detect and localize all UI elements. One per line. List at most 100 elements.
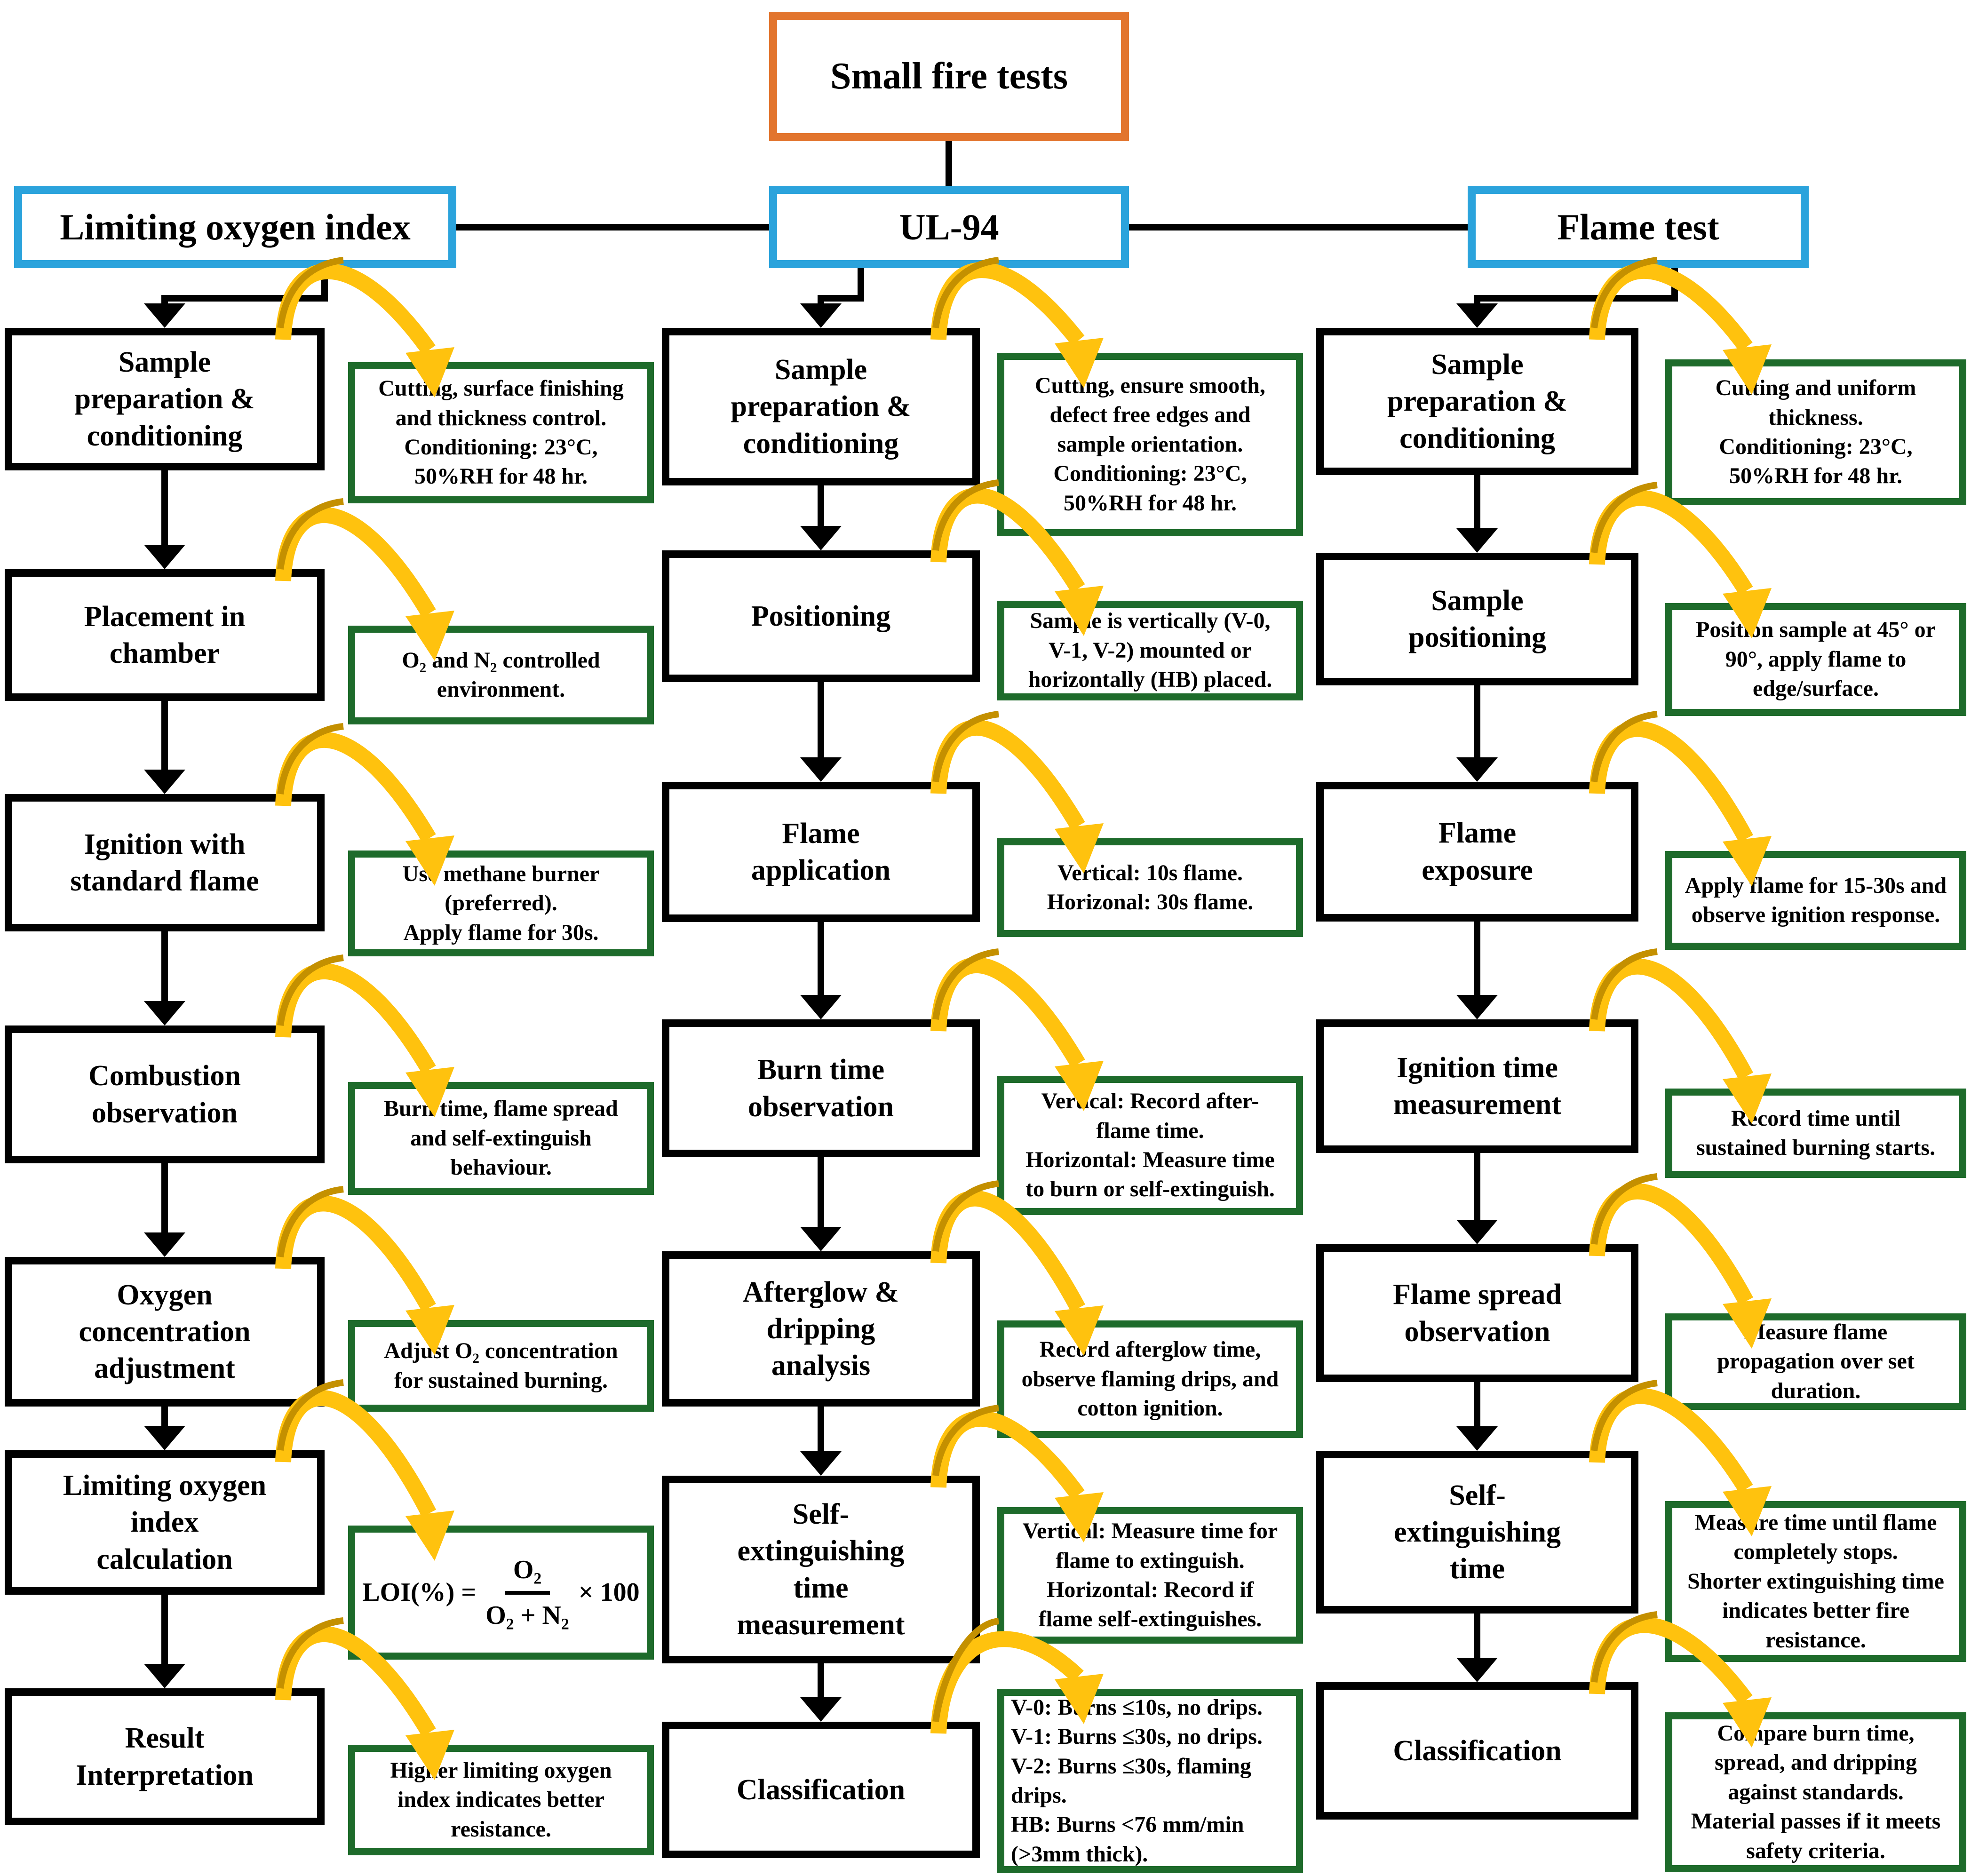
flow-arrow-limiting-oxygen-index-3-head [144,1232,185,1257]
elbow-ul-94-horiz [818,295,864,302]
flow-arrow-limiting-oxygen-index-1-head [144,770,185,794]
process-box-ul-94-0: Sample preparation & conditioning [662,328,980,485]
curved-arrow-icon-2-0 [1589,257,1772,395]
curved-arrow-icon-2-2 [1589,711,1772,886]
process-box-flame-test-5: Self- extinguishing time [1316,1451,1638,1614]
flow-arrow-limiting-oxygen-index-2-shaft [161,931,168,1002]
flow-arrow-flame-test-0-head [1456,528,1498,553]
curved-arrow-icon-1-5 [930,1405,1104,1542]
curved-arrow-icon-1-1 [930,479,1104,636]
curved-arrow-icon-0-1 [275,498,454,661]
process-box-limiting-oxygen-index-5: Limiting oxygen index calculation [5,1450,325,1595]
flow-arrow-flame-test-3-shaft [1474,1153,1480,1221]
process-box-limiting-oxygen-index-4: Oxygen concentration adjustment [5,1257,325,1407]
annotation-box-ul-94-6: V-0: Burns ≤10s, no drips. V-1: Burns ≤3… [997,1689,1303,1873]
annotation-box-ul-94-5: Vertical: Measure time for flame to exti… [997,1507,1303,1644]
flow-arrow-limiting-oxygen-index-5-shaft [161,1595,168,1665]
process-box-limiting-oxygen-index-2: Ignition with standard flame [5,794,325,931]
flow-arrow-ul-94-0-head [800,526,842,550]
process-box-ul-94-5: Self- extinguishing time measurement [662,1476,980,1663]
curved-arrow-icon-1-3 [930,948,1104,1111]
flow-arrow-limiting-oxygen-index-3-shaft [161,1163,168,1233]
flow-arrow-ul-94-0-shaft [818,485,824,527]
annotation-box-flame-test-1: Position sample at 45° or 90°, apply fla… [1665,603,1966,716]
loi-formula: LOI(%) = O₂ O₂ + N₂ × 100 [362,1553,639,1633]
flow-arrow-limiting-oxygen-index-0-head [144,545,185,569]
process-box-limiting-oxygen-index-1: Placement in chamber [5,569,325,701]
process-box-flame-test-1: Sample positioning [1316,553,1638,685]
flow-arrow-flame-test-1-shaft [1474,685,1480,758]
connector-loi-to-ul94 [455,224,771,231]
annotation-box-limiting-oxygen-index-0: Cutting, surface finishing and thickness… [348,362,654,503]
flow-arrow-flame-test-3-head [1456,1220,1498,1244]
elbow-flame-test-horiz [1474,295,1678,302]
curved-arrow-icon-1-0 [930,257,1104,388]
flow-arrow-ul-94-5-shaft [818,1663,824,1698]
curved-arrow-icon-0-3 [275,954,454,1117]
flow-arrow-flame-test-0-shaft [1474,475,1480,529]
flow-arrow-limiting-oxygen-index-4-shaft [161,1407,168,1427]
flow-arrow-flame-test-5-shaft [1474,1614,1480,1659]
elbow-limiting-oxygen-index-head [144,303,185,328]
annotation-box-flame-test-3: Record time until sustained burning star… [1665,1089,1966,1178]
annotation-box-ul-94-4: Record afterglow time, observe flaming d… [997,1320,1303,1438]
curved-arrow-icon-1-6 [930,1618,1104,1734]
annotation-box-limiting-oxygen-index-6: Higher limiting oxygen index indicates b… [348,1745,654,1855]
process-box-flame-test-4: Flame spread observation [1316,1244,1638,1382]
flow-arrow-flame-test-5-head [1456,1658,1498,1682]
elbow-ul-94-head [800,303,842,328]
curved-arrow-icon-0-4 [275,1186,454,1355]
branch-header-ul-94: UL-94 [769,186,1129,268]
formula-lhs: LOI(%) = [362,1578,477,1607]
root-title-box: Small fire tests [769,12,1129,141]
process-box-flame-test-0: Sample preparation & conditioning [1316,328,1638,475]
flow-arrow-flame-test-2-shaft [1474,922,1480,996]
elbow-flame-test-head [1456,303,1498,328]
flow-arrow-ul-94-1-shaft [818,682,824,758]
process-box-limiting-oxygen-index-6: Result Interpretation [5,1688,325,1825]
flow-arrow-ul-94-5-head [800,1697,842,1722]
flow-arrow-flame-test-4-head [1456,1426,1498,1451]
branch-header-flame-test: Flame test [1468,186,1809,268]
flow-arrow-ul-94-3-head [800,1227,842,1251]
annotation-box-flame-test-6: Compare burn time, spread, and dripping … [1665,1712,1966,1872]
flow-arrow-limiting-oxygen-index-1-shaft [161,701,168,771]
curved-arrow-icon-2-1 [1589,482,1772,638]
curved-arrow-icon-0-5 [275,1379,454,1561]
annotation-box-flame-test-0: Cutting and uniform thickness. Condition… [1665,359,1966,505]
curved-arrow-icon-2-4 [1589,1173,1772,1349]
elbow-ul-94-stub [858,263,864,302]
flow-arrow-flame-test-1-head [1456,757,1498,782]
process-box-flame-test-6: Classification [1316,1682,1638,1820]
formula-fraction: O₂ O₂ + N₂ [485,1553,569,1633]
connector-ul94-to-flametest [1128,224,1469,231]
curved-arrow-icon-1-4 [930,1180,1104,1356]
curved-arrow-icon-2-6 [1589,1611,1772,1748]
formula-denominator: O₂ + N₂ [485,1600,569,1630]
curved-arrow-icon-0-0 [275,257,454,397]
flow-arrow-flame-test-4-shaft [1474,1382,1480,1427]
flow-arrow-ul-94-2-head [800,995,842,1019]
process-box-limiting-oxygen-index-3: Combustion observation [5,1025,325,1163]
formula-numerator: O₂ [504,1553,550,1595]
flow-arrow-ul-94-3-shaft [818,1157,824,1228]
process-box-flame-test-3: Ignition time measurement [1316,1019,1638,1153]
annotation-box-ul-94-1: Sample is vertically (V-0, V-1, V-2) mou… [997,601,1303,700]
flow-arrow-limiting-oxygen-index-2-head [144,1001,185,1025]
annotation-box-limiting-oxygen-index-3: Burn time, flame spread and self-extingu… [348,1082,654,1195]
curved-arrow-icon-0-2 [275,723,454,886]
formula-multiplier: × 100 [578,1578,640,1607]
flow-arrow-limiting-oxygen-index-4-head [144,1426,185,1450]
flow-arrow-limiting-oxygen-index-5-head [144,1664,185,1688]
annotation-box-ul-94-2: Vertical: 10s flame. Horizonal: 30s flam… [997,838,1303,937]
curved-arrow-icon-0-6 [275,1617,454,1780]
curved-arrow-icon-2-5 [1589,1380,1772,1536]
process-box-ul-94-2: Flame application [662,782,980,922]
annotation-box-ul-94-0: Cutting, ensure smooth, defect free edge… [997,353,1303,536]
process-box-ul-94-1: Positioning [662,550,980,682]
process-box-ul-94-3: Burn time observation [662,1019,980,1157]
connector-title-to-ul94 [946,140,952,187]
flow-arrow-flame-test-2-head [1456,995,1498,1019]
flow-arrow-limiting-oxygen-index-0-shaft [161,470,168,546]
